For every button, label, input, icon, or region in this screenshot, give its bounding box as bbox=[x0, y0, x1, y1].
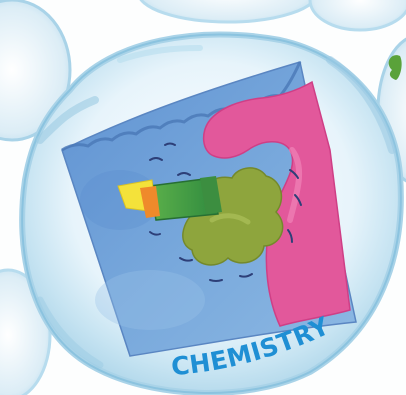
leaf-icon bbox=[388, 55, 402, 80]
side-bubble-topright bbox=[308, 0, 406, 32]
reaction-lines bbox=[149, 142, 302, 282]
side-bubble-left bbox=[0, 0, 72, 142]
burner-flame-icon bbox=[117, 179, 160, 218]
side-bubble-top bbox=[139, 0, 317, 24]
green-test-tube-icon bbox=[149, 176, 222, 221]
